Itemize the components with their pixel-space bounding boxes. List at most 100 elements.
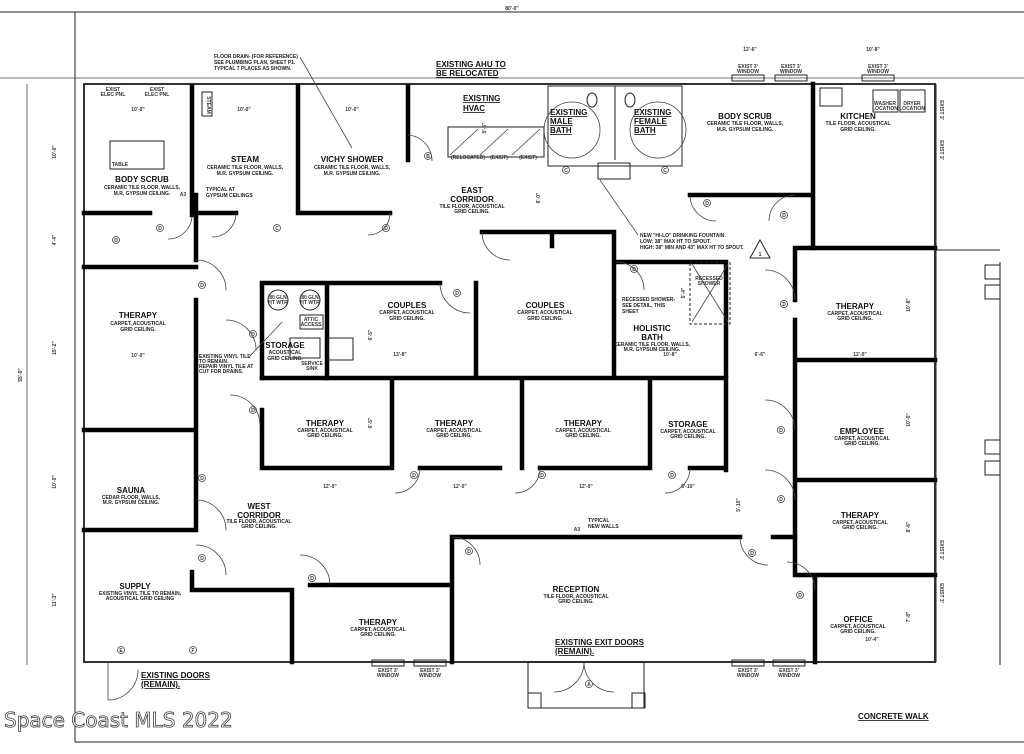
svg-text:LOCATION: LOCATION: [899, 106, 925, 112]
svg-text:DRYER: DRYER: [903, 101, 921, 107]
svg-text:(EXIST): (EXIST): [490, 155, 508, 161]
svg-text:STEAM: STEAM: [205, 96, 211, 114]
svg-text:BATH: BATH: [634, 126, 656, 135]
svg-text:EXIST 3': EXIST 3': [938, 540, 944, 560]
svg-text:GRID CEILING.: GRID CEILING.: [527, 316, 563, 322]
svg-text:D: D: [798, 593, 802, 599]
svg-text:C: C: [275, 226, 279, 232]
svg-text:GRID CEILING.: GRID CEILING.: [436, 433, 472, 439]
svg-text:EXISTING DOORS: EXISTING DOORS: [141, 671, 211, 680]
svg-text:GRID CEILING.: GRID CEILING.: [454, 209, 490, 215]
svg-text:BATH: BATH: [550, 126, 572, 135]
svg-text:D: D: [632, 267, 636, 273]
svg-text:ACOUSTICAL GRID CEILING: ACOUSTICAL GRID CEILING: [106, 596, 174, 602]
svg-text:THERAPY: THERAPY: [306, 419, 345, 428]
svg-text:7'-8": 7'-8": [906, 611, 912, 622]
svg-text:10'-0": 10'-0": [52, 145, 58, 159]
svg-text:D: D: [750, 551, 754, 557]
svg-text:B: B: [426, 154, 430, 160]
svg-text:CARPET, ACOUSTICAL: CARPET, ACOUSTICAL: [830, 624, 885, 630]
svg-text:EXIST 3': EXIST 3': [420, 668, 440, 674]
exterior-walls: [83, 83, 937, 709]
svg-text:BATH: BATH: [641, 333, 663, 342]
svg-text:CARPET, ACOUSTICAL: CARPET, ACOUSTICAL: [517, 310, 572, 316]
svg-text:SHOWER: SHOWER: [698, 281, 721, 287]
svg-text:WINDOW: WINDOW: [867, 69, 889, 75]
svg-text:SAUNA: SAUNA: [117, 486, 146, 495]
svg-text:F: F: [191, 648, 194, 654]
svg-text:EXISTING AHU TO: EXISTING AHU TO: [436, 60, 506, 69]
svg-text:ACOUSTICAL: ACOUSTICAL: [269, 350, 302, 356]
svg-text:C: C: [564, 168, 568, 174]
svg-text:12'-0": 12'-0": [579, 484, 593, 490]
svg-text:THERAPY: THERAPY: [435, 419, 474, 428]
svg-text:HIGH: 38" MIN AND 43" MAX HT T: HIGH: 38" MIN AND 43" MAX HT TO SPOUT.: [640, 245, 744, 251]
svg-text:11'-3": 11'-3": [52, 593, 58, 607]
svg-text:WINDOW: WINDOW: [778, 673, 800, 679]
svg-text:EXIST 3': EXIST 3': [779, 668, 799, 674]
svg-text:E: E: [119, 648, 123, 654]
svg-text:M.R. GYPSUM CEILING.: M.R. GYPSUM CEILING.: [217, 171, 274, 177]
svg-text:D: D: [310, 576, 314, 582]
svg-text:GRID CEILING.: GRID CEILING.: [360, 632, 396, 638]
svg-text:EXIST 3': EXIST 3': [738, 668, 758, 674]
svg-text:OFFICE: OFFICE: [843, 615, 873, 624]
svg-text:A3: A3: [574, 527, 581, 533]
door-tag: D: [112, 236, 120, 244]
svg-text:THERAPY: THERAPY: [564, 419, 603, 428]
svg-text:EXIST 3': EXIST 3': [938, 140, 944, 160]
svg-text:12'-0": 12'-0": [453, 484, 467, 490]
svg-text:6'-10": 6'-10": [681, 484, 695, 490]
svg-text:TYPICAL 7 PLACES AS SHOWN.: TYPICAL 7 PLACES AS SHOWN.: [214, 66, 292, 72]
svg-text:THERAPY: THERAPY: [359, 618, 398, 627]
svg-text:CERAMIC TILE FLOOR, WALLS,: CERAMIC TILE FLOOR, WALLS,: [207, 165, 284, 171]
svg-text:HT WTR: HT WTR: [268, 300, 288, 306]
svg-text:5'-6": 5'-6": [482, 122, 488, 133]
door-tag: C: [273, 224, 281, 232]
svg-text:RECESSED: RECESSED: [695, 276, 723, 282]
svg-text:10'-8": 10'-8": [866, 47, 880, 53]
svg-text:CUT FOR DRAINS.: CUT FOR DRAINS.: [199, 369, 244, 375]
svg-text:D: D: [412, 473, 416, 479]
svg-text:THERAPY: THERAPY: [119, 311, 158, 320]
door-tag: D: [198, 554, 206, 562]
svg-text:STEAM: STEAM: [231, 155, 259, 164]
svg-text:WEST: WEST: [247, 502, 270, 511]
svg-text:CARPET, ACOUSTICAL: CARPET, ACOUSTICAL: [426, 428, 481, 434]
svg-text:(RELOCATED): (RELOCATED): [451, 155, 485, 161]
svg-text:10'-0": 10'-0": [131, 107, 145, 113]
svg-text:ELEC PNL: ELEC PNL: [101, 92, 126, 98]
svg-text:10'-0": 10'-0": [131, 353, 145, 359]
svg-text:THERAPY: THERAPY: [836, 302, 875, 311]
svg-text:A: A: [587, 682, 591, 688]
door-tag: D: [308, 574, 316, 582]
svg-text:A3: A3: [180, 192, 187, 198]
door-tag: B: [424, 152, 432, 160]
svg-text:EXISTING: EXISTING: [463, 94, 500, 103]
svg-text:CARPET, ACOUSTICAL: CARPET, ACOUSTICAL: [660, 429, 715, 435]
svg-text:D: D: [200, 476, 204, 482]
svg-text:STORAGE: STORAGE: [265, 341, 305, 350]
door-tag: D: [703, 199, 711, 207]
door-tag: A: [585, 680, 593, 688]
svg-text:12'-0": 12'-0": [323, 484, 337, 490]
svg-text:EXIST 3': EXIST 3': [868, 64, 888, 70]
svg-text:D: D: [114, 238, 118, 244]
door-tag: D: [198, 281, 206, 289]
svg-text:WINDOW: WINDOW: [419, 673, 441, 679]
door-tag: D: [198, 474, 206, 482]
svg-text:15'-2": 15'-2": [52, 341, 58, 355]
svg-text:BODY SCRUB: BODY SCRUB: [115, 175, 169, 184]
svg-text:EXIST 3': EXIST 3': [781, 64, 801, 70]
door-tag: D: [780, 300, 788, 308]
